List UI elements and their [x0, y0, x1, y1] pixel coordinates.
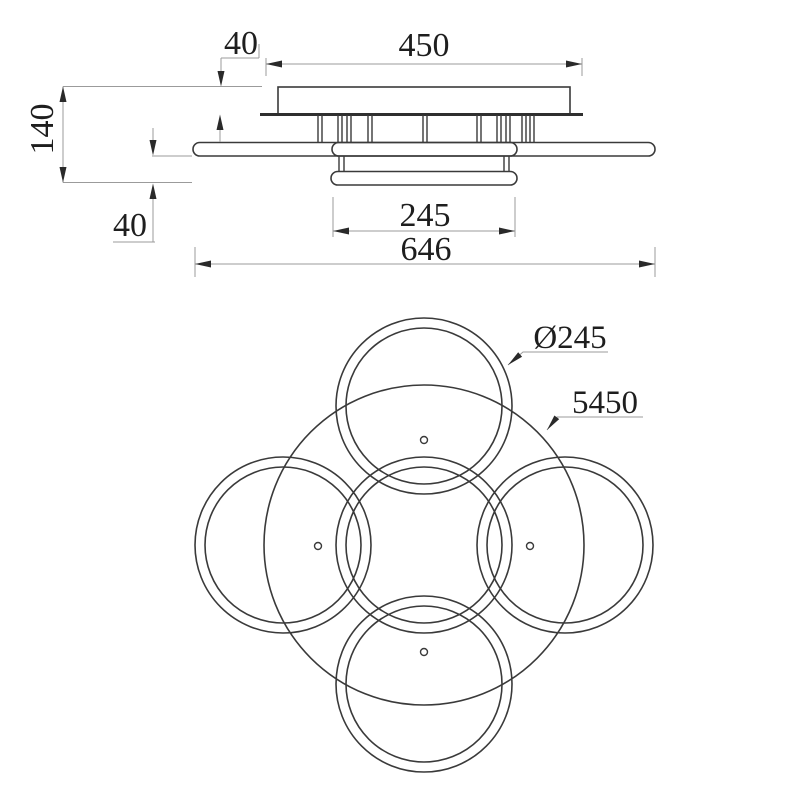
- leader-ring-diameter: Ø245: [507, 320, 608, 366]
- ring-center: [335, 456, 513, 634]
- dim-40-top-arrow-up: [216, 114, 224, 130]
- canopy-rect: [277, 86, 571, 115]
- mount-hole-top: [419, 435, 429, 445]
- dim-450-label: 450: [399, 27, 450, 64]
- ring-bar-long: [192, 141, 656, 157]
- plate-label: 5450: [572, 385, 638, 421]
- dim-245-label: 245: [400, 197, 451, 234]
- ring-connector-lines: [338, 156, 510, 171]
- dim-646-arrow-left: [195, 260, 211, 268]
- dim-140-label: 140: [24, 104, 61, 155]
- ring-top: [335, 317, 513, 495]
- dim-646-arrow-right: [639, 260, 655, 268]
- mount-hole-right: [525, 541, 535, 551]
- dim-40-bottom: 40: [113, 128, 192, 244]
- ring-right-outer: [476, 456, 654, 634]
- plan-view: Ø245 5450: [194, 317, 654, 773]
- dim-40-bottom-arrow-down: [149, 140, 157, 156]
- ring-left-outer: [194, 456, 372, 634]
- side-view: 450 40 140 40: [24, 25, 656, 277]
- ring-bottom-inner: [345, 605, 503, 763]
- dim-450-arrow-left: [266, 60, 282, 68]
- ring-left: [194, 456, 372, 634]
- dim-40-top-label: 40: [224, 25, 258, 62]
- ring-right-inner: [486, 466, 644, 624]
- ring-right: [476, 456, 654, 634]
- dim-646-label: 646: [401, 231, 452, 268]
- ring-left-inner: [204, 466, 362, 624]
- ring-bottom-outer: [335, 595, 513, 773]
- dim-245-arrow-left: [333, 227, 349, 235]
- dim-450-arrow-right: [566, 60, 582, 68]
- mount-hole-left: [313, 541, 323, 551]
- base-plate-circle: [263, 384, 585, 706]
- dim-140: 140: [24, 86, 262, 183]
- ring-diameter-label: Ø245: [533, 320, 606, 356]
- dim-450: 450: [265, 27, 583, 76]
- dim-245-arrow-right: [499, 227, 515, 235]
- dim-40-top: 40: [216, 25, 260, 142]
- ring-center-inner: [345, 466, 503, 624]
- dim-40-bottom-label: 40: [113, 207, 147, 244]
- dim-140-arrow-top: [59, 86, 67, 102]
- ring-top-inner: [345, 327, 503, 485]
- leader-plate: 5450: [546, 385, 643, 431]
- leader-plate-arrow: [547, 415, 560, 430]
- ring-top-outer: [335, 317, 513, 495]
- ring-bottom: [335, 595, 513, 773]
- mount-hole-bottom: [419, 647, 429, 657]
- dim-646: 646: [194, 231, 656, 277]
- strut-lines: [317, 115, 535, 142]
- ring-bar-lower: [330, 170, 518, 186]
- dim-140-arrow-bottom: [59, 167, 67, 183]
- ring-center-outer: [335, 456, 513, 634]
- dim-40-bottom-arrow-up: [149, 183, 157, 199]
- dim-245: 245: [332, 197, 516, 237]
- ring-bar-mid: [331, 141, 518, 157]
- dim-40-top-arrow-down: [217, 71, 225, 87]
- leader-ring-diameter-arrow: [508, 352, 523, 365]
